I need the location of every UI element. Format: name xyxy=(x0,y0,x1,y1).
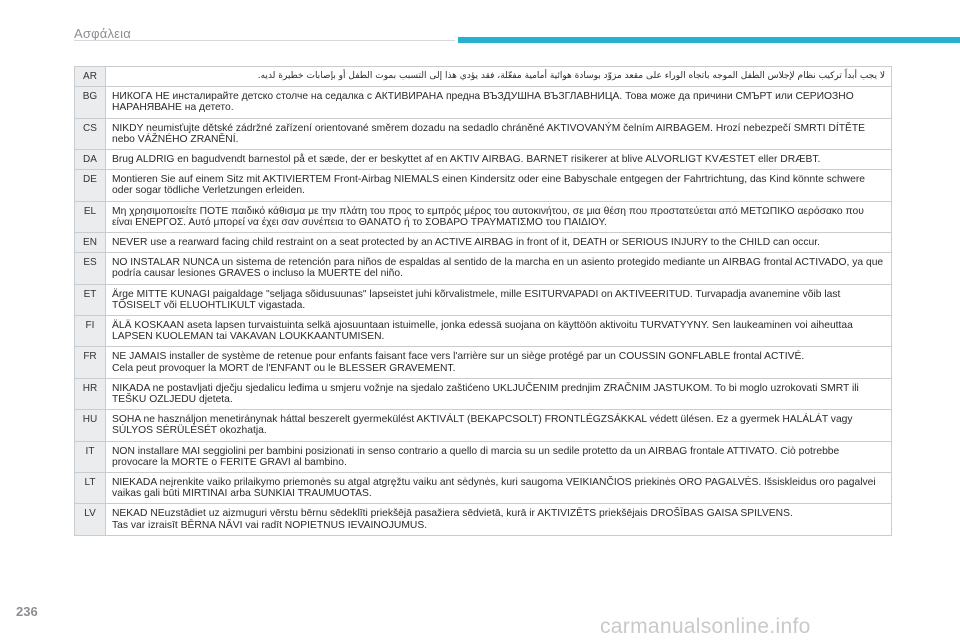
warning-rows: AR لا يجب أبداً تركيب نظام لإجلاس الطفل ا… xyxy=(74,65,892,536)
warning-row-da: DA Brug ALDRIG en bagudvendt barnestol på… xyxy=(74,149,892,171)
watermark: carmanualsonline.info xyxy=(600,615,811,638)
language-code: ES xyxy=(74,252,106,285)
warning-text-cell: НИКОГА НЕ инсталирайте детско столче на … xyxy=(105,86,892,119)
warning-row-ar: AR لا يجب أبداً تركيب نظام لإجلاس الطفل ا… xyxy=(74,65,892,88)
warning-text-cell: NIKADA ne postavljati dječju sjedalicu l… xyxy=(105,377,892,411)
warning-text-cell: NEKAD NEuzstādiet uz aizmuguri vērstu bē… xyxy=(105,503,892,536)
warning-text: Montieren Sie auf einem Sitz mit AKTIVIE… xyxy=(112,174,866,197)
warning-text-cell: NIKDY neumisťujte dětské zádržné zařízen… xyxy=(105,117,892,151)
warning-row-bg: BG НИКОГА НЕ инсталирайте детско столче н… xyxy=(74,86,892,119)
warning-text: НИКОГА НЕ инсталирайте детско столче на … xyxy=(112,91,854,114)
warning-row-lt: LT NIEKADA neįrenkite vaiko prilaikymo pr… xyxy=(74,472,892,505)
section-title: Ασφάλεια xyxy=(74,26,131,41)
warning-row-fi: FI ÄLÄ KOSKAAN aseta lapsen turvaistuinta… xyxy=(74,315,892,348)
language-code: LT xyxy=(74,472,106,505)
warning-row-de: DE Montieren Sie auf einem Sitz mit AKTIV… xyxy=(74,169,892,202)
warning-text-cell: NO INSTALAR NUNCA un sistema de retenció… xyxy=(105,252,892,285)
warning-text: NEKAD NEuzstādiet uz aizmuguri vērstu bē… xyxy=(112,508,793,531)
language-code: HU xyxy=(74,409,106,442)
warning-row-el: EL Μη χρησιμοποιείτε ΠΟΤΕ παιδικό κάθισμα… xyxy=(74,200,892,234)
warning-text: SOHA ne használjon menetiránynak háttal … xyxy=(112,414,853,437)
warning-text: Μη χρησιμοποιείτε ΠΟΤΕ παιδικό κάθισμα μ… xyxy=(112,205,864,228)
title-divider xyxy=(74,40,455,41)
language-code: FI xyxy=(74,315,106,348)
warning-text: ÄLÄ KOSKAAN aseta lapsen turvaistuinta s… xyxy=(112,320,853,343)
warning-row-it: IT NON installare MAI seggiolini per bamb… xyxy=(74,440,892,474)
language-code: EN xyxy=(74,232,106,254)
warning-text-cell: Μη χρησιμοποιείτε ΠΟΤΕ παιδικό κάθισμα μ… xyxy=(105,200,892,234)
language-code: DA xyxy=(74,149,106,171)
warning-text: NIKADA ne postavljati dječju sjedalicu l… xyxy=(112,382,859,406)
warning-text: NON installare MAI seggiolini per bambin… xyxy=(112,445,840,468)
warning-text: NEVER use a rearward facing child restra… xyxy=(112,237,820,249)
warning-row-en: EN NEVER use a rearward facing child rest… xyxy=(74,232,892,254)
language-code: CS xyxy=(74,117,106,151)
warning-text: NIKDY neumisťujte dětské zádržné zařízen… xyxy=(112,122,866,145)
warning-text: NIEKADA neįrenkite vaiko prilaikymo prie… xyxy=(112,477,876,500)
language-code: FR xyxy=(74,346,106,379)
language-code: AR xyxy=(74,65,106,88)
airbag-warning-table: AR لا يجب أبداً تركيب نظام لإجلاس الطفل ا… xyxy=(74,65,892,536)
language-code: ET xyxy=(74,283,106,317)
warning-text-cell: NE JAMAIS installer de système de retenu… xyxy=(105,346,892,379)
warning-text: NE JAMAIS installer de système de retenu… xyxy=(112,351,805,374)
language-code: DE xyxy=(74,169,106,202)
warning-text-cell: Montieren Sie auf einem Sitz mit AKTIVIE… xyxy=(105,169,892,202)
warning-row-cs: CS NIKDY neumisťujte dětské zádržné zaříz… xyxy=(74,117,892,151)
warning-text: Brug ALDRIG en bagudvendt barnestol på e… xyxy=(112,154,821,166)
warning-row-fr: FR NE JAMAIS installer de système de rete… xyxy=(74,346,892,379)
warning-text-cell: ÄLÄ KOSKAAN aseta lapsen turvaistuinta s… xyxy=(105,315,892,348)
language-code: LV xyxy=(74,503,106,536)
warning-text-cell: NIEKADA neįrenkite vaiko prilaikymo prie… xyxy=(105,472,892,505)
warning-text-cell: Brug ALDRIG en bagudvendt barnestol på e… xyxy=(105,149,892,171)
warning-text-cell: NON installare MAI seggiolini per bambin… xyxy=(105,440,892,474)
language-code: HR xyxy=(74,377,106,411)
warning-row-lv: LV NEKAD NEuzstādiet uz aizmuguri vērstu … xyxy=(74,503,892,536)
warning-text-cell: SOHA ne használjon menetiránynak háttal … xyxy=(105,409,892,442)
language-code: EL xyxy=(74,200,106,234)
warning-row-et: ET Ärge MITTE KUNAGI paigaldage "seljaga … xyxy=(74,283,892,317)
page-number: 236 xyxy=(16,604,38,619)
warning-text-cell: لا يجب أبداً تركيب نظام لإجلاس الطفل الم… xyxy=(105,65,892,88)
section-accent-bar xyxy=(458,37,960,43)
warning-text-cell: Ärge MITTE KUNAGI paigaldage "seljaga sõ… xyxy=(105,283,892,317)
warning-text: Ärge MITTE KUNAGI paigaldage "seljaga sõ… xyxy=(112,288,841,311)
warning-text: NO INSTALAR NUNCA un sistema de retenció… xyxy=(112,257,884,280)
warning-text-cell: NEVER use a rearward facing child restra… xyxy=(105,232,892,254)
language-code: IT xyxy=(74,440,106,474)
language-code: BG xyxy=(74,86,106,119)
warning-row-es: ES NO INSTALAR NUNCA un sistema de retenc… xyxy=(74,252,892,285)
warning-text: لا يجب أبداً تركيب نظام لإجلاس الطفل الم… xyxy=(257,71,885,81)
warning-row-hu: HU SOHA ne használjon menetiránynak hátta… xyxy=(74,409,892,442)
